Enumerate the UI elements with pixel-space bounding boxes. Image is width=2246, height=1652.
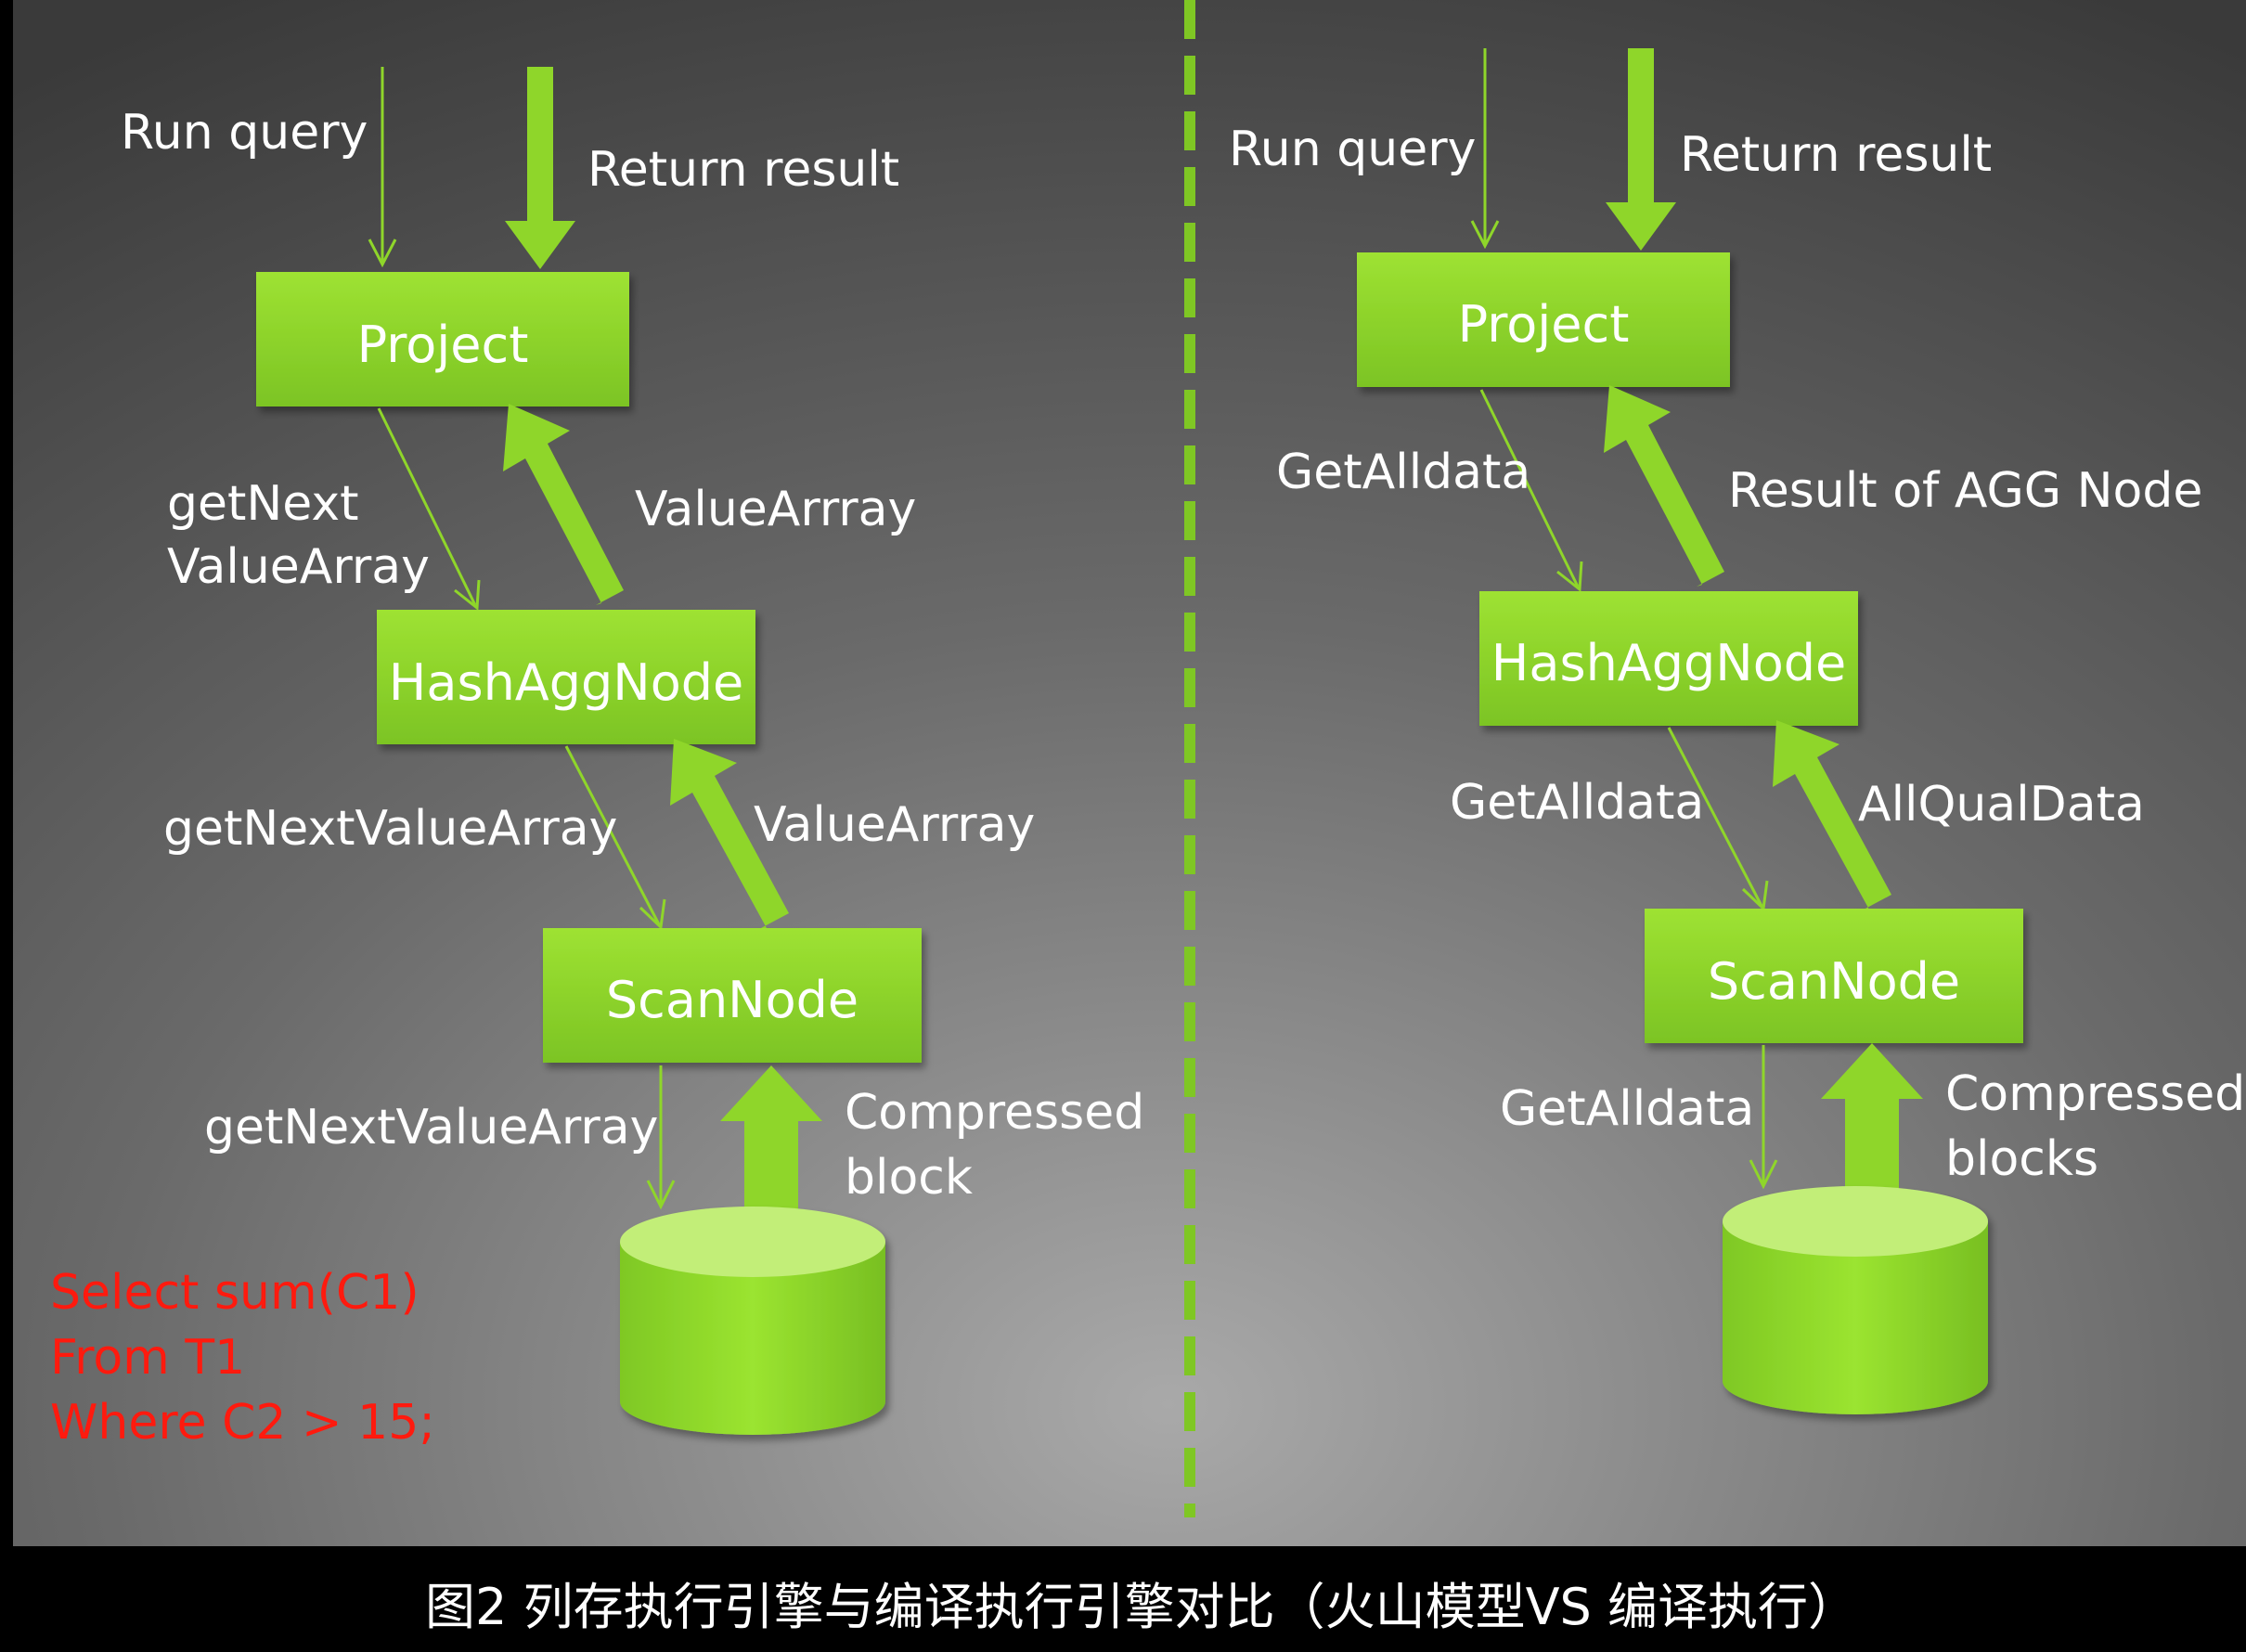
left-getnext-arrow	[377, 407, 481, 611]
right-agg-result-arrow	[1604, 385, 1724, 587]
left-getnext-label-2: ValueArray	[167, 539, 430, 595]
left-getnextvaluearray-arrow-2	[646, 1065, 676, 1210]
figure-caption: 图2 列存执行引擎与编译执行引擎对比（火山模型VS 编译执行）	[425, 1578, 1858, 1636]
left-valuearray-arrow-2	[670, 739, 789, 928]
left-getnextvaluearray-label-2: getNextValueArray	[204, 1100, 658, 1155]
right-scan-node	[1645, 909, 2023, 1043]
left-return-result-arrow	[505, 67, 575, 269]
left-compressed-block-arrow	[720, 1065, 822, 1214]
right-compressed-label: Compressed	[1945, 1066, 2245, 1122]
left-getnextvaluearray-arrow-1	[564, 745, 666, 931]
right-allqualdata-arrow	[1773, 720, 1891, 910]
left-compressed-label: Compressed	[845, 1085, 1144, 1141]
right-project-label: Project	[1458, 295, 1630, 354]
left-project-label: Project	[357, 316, 529, 374]
left-return-result-label: Return result	[587, 142, 899, 198]
sql-line-3: Where C2 > 15;	[50, 1395, 435, 1451]
right-getalldata-label-1: GetAlldata	[1276, 445, 1530, 500]
right-getalldata-arrow-3	[1749, 1045, 1778, 1190]
right-project-node	[1357, 252, 1730, 387]
left-valuearray-label-1: ValueArrray	[635, 482, 916, 537]
left-storage-cylinder	[620, 1207, 885, 1435]
left-run-query-arrow	[368, 67, 397, 268]
right-allqualdata-label: AllQualData	[1858, 777, 2145, 832]
left-scan-node	[543, 928, 922, 1063]
right-getalldata-label-2: GetAlldata	[1450, 775, 1704, 831]
left-border	[0, 0, 13, 1652]
right-getalldata-label-3: GetAlldata	[1500, 1081, 1754, 1137]
right-hashagg-node	[1479, 591, 1858, 726]
right-compressed-blocks-arrow	[1821, 1043, 1923, 1192]
right-scan-label: ScanNode	[1708, 952, 1960, 1011]
left-block-label: block	[845, 1150, 973, 1206]
right-hashagg-label: HashAggNode	[1491, 634, 1846, 692]
right-return-result-arrow	[1606, 48, 1676, 251]
left-getnextvaluearray-label-1: getNextValueArray	[163, 801, 617, 857]
sql-line-2: From T1	[50, 1330, 245, 1386]
right-getalldata-arrow-1	[1479, 389, 1583, 592]
left-scan-label: ScanNode	[606, 971, 858, 1029]
right-agg-result-label: Result of AGG Node	[1728, 463, 2202, 519]
left-hashagg-node	[377, 610, 755, 744]
right-run-query-label: Run query	[1229, 122, 1476, 177]
left-getnext-label-1: getNext	[167, 476, 359, 532]
left-hashagg-label: HashAggNode	[389, 653, 743, 712]
right-run-query-arrow	[1470, 48, 1500, 250]
sql-line-1: Select sum(C1)	[50, 1265, 420, 1321]
right-blocks-label: blocks	[1945, 1131, 2098, 1187]
left-project-node	[256, 272, 629, 407]
left-valuearray-arrow-1	[503, 404, 624, 605]
left-run-query-label: Run query	[121, 105, 368, 161]
left-valuearray-label-2: ValueArrray	[754, 797, 1035, 853]
bottom-band	[0, 1546, 2246, 1652]
right-return-result-label: Return result	[1680, 127, 1992, 183]
right-storage-cylinder	[1723, 1186, 1988, 1414]
